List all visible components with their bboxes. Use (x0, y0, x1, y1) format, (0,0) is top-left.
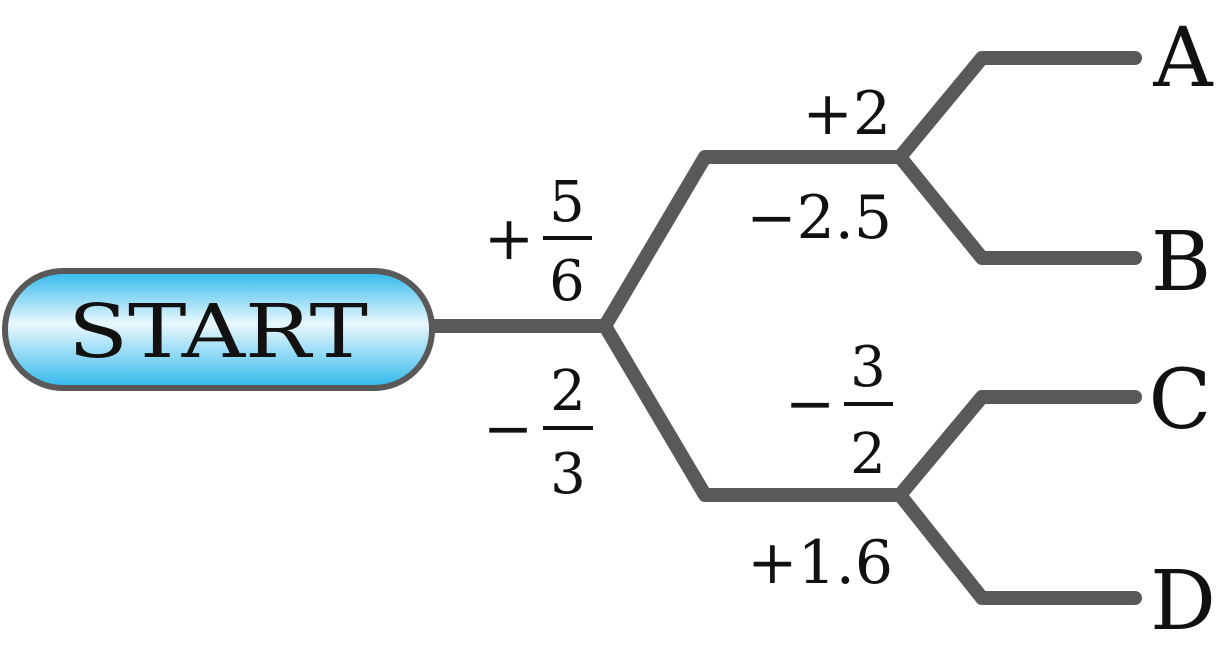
branch-lower-to-c (893, 390, 1142, 502)
edge-label-lower-to-d: +1.6 (747, 528, 893, 598)
denominator: 2 (850, 422, 886, 487)
branch-upper-to-a (893, 51, 1142, 164)
branch-upper-to-b (893, 150, 1142, 265)
edge-label-upper-to-b: −2.5 (746, 183, 892, 253)
edge-label-upper-to-a: +2 (803, 79, 891, 149)
sign: − (785, 369, 835, 439)
start-node: START (2, 268, 435, 391)
numerator: 5 (549, 170, 585, 235)
leaf-label-d: D (1150, 554, 1216, 649)
edge-label-lower-to-c: − 3 2 (785, 335, 893, 487)
branch-lower-to-d (893, 488, 1142, 605)
edge-label-start-down: − 2 3 (483, 359, 593, 507)
numerator: 3 (850, 335, 886, 400)
sign: − (483, 394, 533, 464)
leaf-label-c: C (1149, 353, 1212, 448)
denominator: 3 (550, 442, 586, 507)
branch-split-to-lower (598, 319, 907, 502)
numerator: 2 (550, 359, 586, 424)
branch-split-to-upper (598, 150, 907, 333)
start-label: START (68, 289, 368, 375)
sign: + (484, 204, 534, 274)
edge-label-start-up: + 5 6 (484, 170, 592, 314)
denominator: 6 (549, 249, 585, 314)
leaf-label-a: A (1152, 11, 1214, 106)
start-pill (2, 268, 435, 391)
leaf-label-b: B (1151, 215, 1211, 310)
